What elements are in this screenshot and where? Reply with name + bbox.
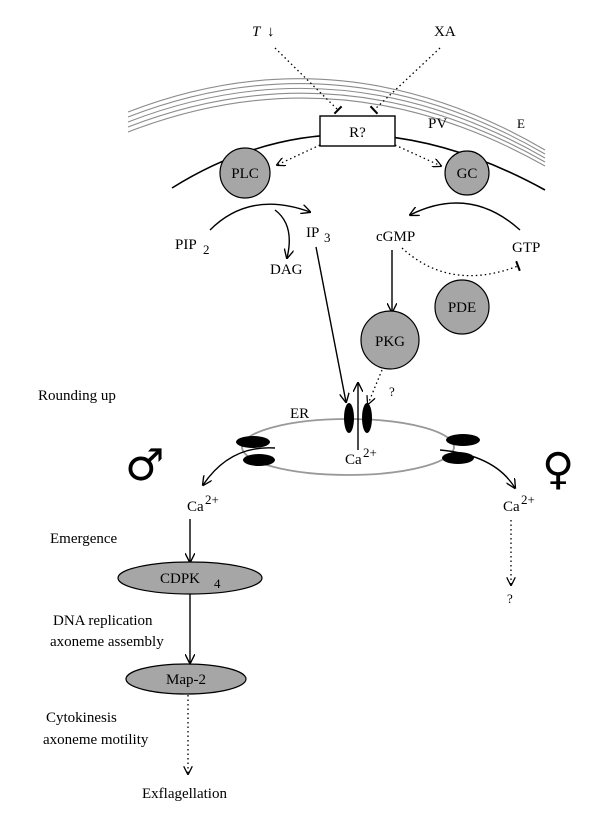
pkg-to-er-dotted xyxy=(368,369,383,404)
cdpk4-label: CDPK xyxy=(160,571,200,587)
left-er-channels xyxy=(236,436,275,466)
pde-node: PDE xyxy=(434,279,490,335)
ca-right-label: Ca 2+ xyxy=(503,492,535,515)
axoneme-motility-label: axoneme motility xyxy=(43,732,149,748)
pip2-label: PIP 2 xyxy=(175,237,210,257)
svg-text:PIP: PIP xyxy=(175,237,197,253)
emergence-label: Emergence xyxy=(50,531,118,547)
cdpk4-subscript: 4 xyxy=(214,576,221,591)
xa-to-receptor xyxy=(369,47,441,115)
rounding-up-label: Rounding up xyxy=(38,388,116,404)
er-label: ER xyxy=(290,406,309,422)
receptor-to-gc xyxy=(394,144,441,166)
t-to-receptor xyxy=(274,47,343,115)
cdpk4-node: CDPK 4 xyxy=(117,561,263,595)
right-er-channels xyxy=(442,434,480,464)
pkg-label: PKG xyxy=(375,334,405,350)
svg-text:3: 3 xyxy=(324,230,331,245)
svg-text:Ca: Ca xyxy=(503,499,520,515)
pde-label: PDE xyxy=(448,300,476,316)
gtp-to-cgmp-arc xyxy=(410,202,521,231)
arc-to-dag xyxy=(274,209,289,258)
svg-text:Ca: Ca xyxy=(187,499,204,515)
map2-node: Map-2 xyxy=(125,663,247,695)
svg-text:Ca: Ca xyxy=(345,452,362,468)
plc-node: PLC xyxy=(219,147,271,199)
axoneme-assembly-label: axoneme assembly xyxy=(50,634,164,650)
ip3-label: IP 3 xyxy=(306,225,331,245)
ip3-receptor-channel xyxy=(344,403,372,433)
svg-text:IP: IP xyxy=(306,225,319,241)
pv-label: PV xyxy=(428,116,447,132)
erythrocyte-membrane xyxy=(127,78,546,167)
gtp-label: GTP xyxy=(512,240,540,256)
dag-label: DAG xyxy=(270,262,303,278)
pip2-to-ip3-arc xyxy=(209,203,310,231)
receptor-to-plc xyxy=(277,144,321,165)
ca-center-label: Ca 2+ xyxy=(345,445,377,468)
ip3-to-er xyxy=(315,246,346,402)
cgmp-degradation-dotted xyxy=(401,247,521,277)
plc-label: PLC xyxy=(231,166,259,182)
temperature-drop-arrow: ↓ xyxy=(267,24,275,40)
svg-text:2: 2 xyxy=(203,242,210,257)
cgmp-label: cGMP xyxy=(376,229,415,245)
receptor-label: R? xyxy=(349,125,366,141)
xa-label: XA xyxy=(434,24,456,40)
temperature-label: T xyxy=(252,24,262,40)
pkg-question-mark: ? xyxy=(389,384,395,399)
svg-text:2+: 2+ xyxy=(205,492,219,507)
male-ca-release-arc xyxy=(203,447,276,485)
temperature-signal: T ↓ xyxy=(252,24,275,40)
female-question-mark: ? xyxy=(507,591,513,606)
e-label: E xyxy=(517,116,525,131)
svg-text:2+: 2+ xyxy=(363,445,377,460)
cytokinesis-label: Cytokinesis xyxy=(46,710,117,726)
svg-text:2+: 2+ xyxy=(521,492,535,507)
male-symbol: ♂ xyxy=(125,440,164,491)
gc-label: GC xyxy=(457,166,478,182)
gc-node: GC xyxy=(444,150,490,196)
receptor-node: R? xyxy=(319,115,396,147)
ca-left-label: Ca 2+ xyxy=(187,492,219,515)
dna-replication-label: DNA replication xyxy=(53,613,153,629)
female-ca-release-arc xyxy=(439,449,515,488)
pkg-node: PKG xyxy=(360,310,420,370)
exflagellation-label: Exflagellation xyxy=(142,786,227,802)
map2-label: Map-2 xyxy=(166,672,206,688)
female-symbol: ♀ xyxy=(542,444,574,495)
